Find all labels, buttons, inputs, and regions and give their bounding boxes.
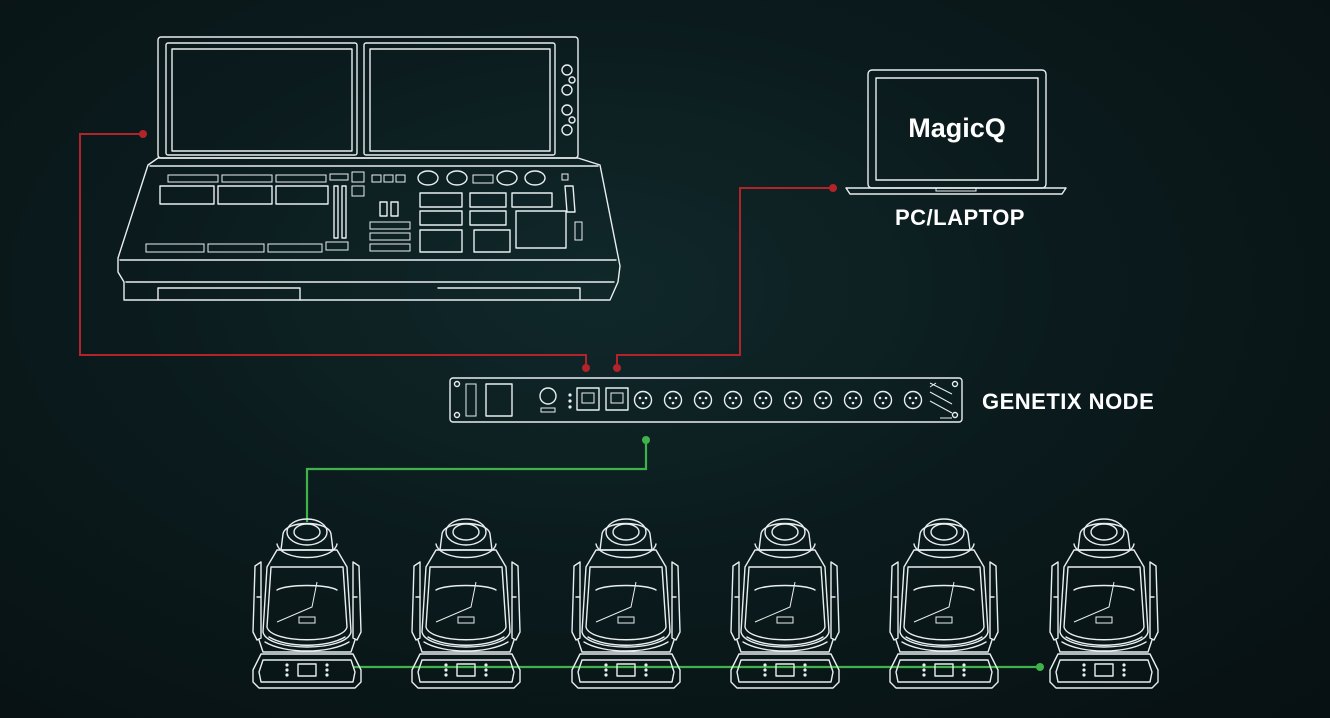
moving-head-fixture bbox=[252, 518, 362, 689]
laptop-screen-text: MagicQ bbox=[908, 113, 1006, 143]
lighting-console bbox=[117, 36, 621, 301]
genetix-node bbox=[449, 377, 963, 423]
laptop: MagicQ bbox=[845, 69, 1067, 195]
laptop-network-cable bbox=[613, 184, 837, 372]
node-label: GENETIX NODE bbox=[982, 389, 1154, 414]
dmx-output-cable bbox=[305, 436, 650, 522]
console-network-cable bbox=[79, 130, 590, 372]
dmx-daisy-chain bbox=[354, 663, 1044, 671]
moving-head-fixture bbox=[411, 518, 521, 689]
moving-head-fixture bbox=[889, 518, 999, 689]
laptop-label: PC/LAPTOP bbox=[895, 205, 1025, 230]
moving-head-fixture bbox=[730, 518, 840, 689]
moving-head-fixture bbox=[571, 518, 681, 689]
moving-head-fixture bbox=[1049, 518, 1159, 689]
